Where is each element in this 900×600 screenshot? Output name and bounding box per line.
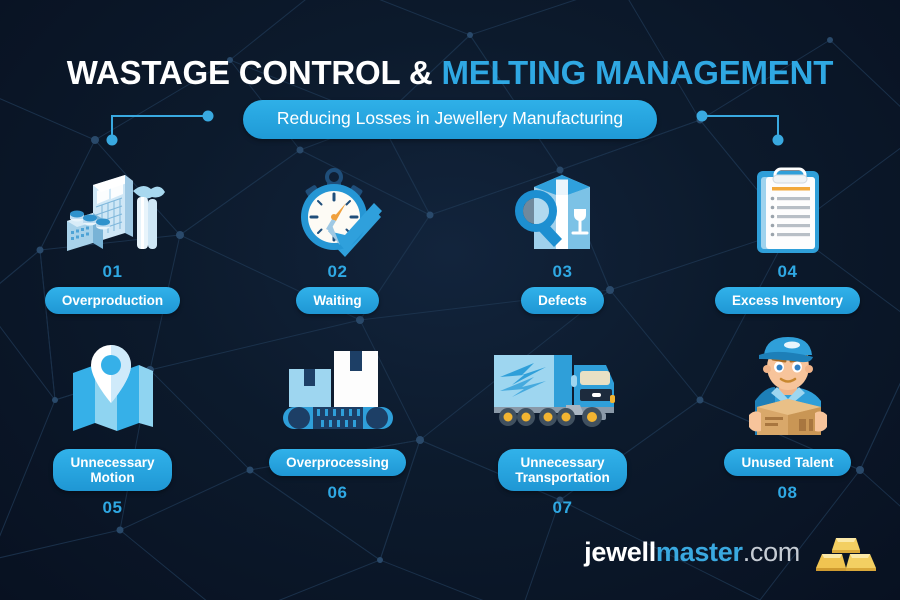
item-label[interactable]: Waiting xyxy=(296,287,379,315)
subtitle-container: Reducing Losses in Jewellery Manufacturi… xyxy=(0,100,900,139)
conveyor-belt-icon xyxy=(277,335,399,435)
footer-brand[interactable]: jewellmaster.com xyxy=(584,528,878,576)
item-number: 03 xyxy=(552,262,573,281)
header: WASTAGE CONTROL & MELTING MANAGEMENT xyxy=(0,0,900,89)
map-pin-icon xyxy=(65,335,161,435)
item-label[interactable]: Overproduction xyxy=(44,287,181,315)
item-label[interactable]: Defects xyxy=(521,287,604,315)
subtitle-pill: Reducing Losses in Jewellery Manufacturi… xyxy=(242,100,658,139)
title-segment-accent: MELTING MANAGEMENT xyxy=(441,54,834,91)
truck-icon xyxy=(488,335,638,435)
item-number: 05 xyxy=(102,498,123,518)
item-label[interactable]: Excess Inventory xyxy=(714,287,861,315)
clipboard-icon xyxy=(745,165,831,257)
waste-item-02[interactable]: 02 Waiting xyxy=(225,165,450,315)
box-magnifier-icon xyxy=(510,165,616,257)
waste-item-04[interactable]: 04 Excess Inventory xyxy=(675,165,900,315)
item-number: 01 xyxy=(102,262,123,281)
item-number: 08 xyxy=(777,483,798,503)
waste-item-07[interactable]: Unnecessary Transportation 07 xyxy=(450,335,675,516)
stopwatch-icon xyxy=(288,165,388,257)
waste-item-06[interactable]: Overprocessing 06 xyxy=(225,335,450,516)
item-label[interactable]: Unused Talent xyxy=(724,449,851,477)
connector-right xyxy=(696,110,784,146)
brand-wordmark: jewellmaster.com xyxy=(584,537,800,568)
waste-item-01[interactable]: 01 Overproduction xyxy=(0,165,225,315)
gold-bars-icon xyxy=(816,538,876,571)
waste-row-top: 01 Overproduction xyxy=(0,165,900,315)
brand-part-tld: .com xyxy=(742,536,801,567)
brand-part-jewell: jewell xyxy=(584,536,656,567)
item-number: 04 xyxy=(777,262,798,281)
waste-item-08[interactable]: Unused Talent 08 xyxy=(675,335,900,516)
waste-item-05[interactable]: Unnecessary Motion 05 xyxy=(0,335,225,516)
item-number: 02 xyxy=(327,262,348,281)
waste-item-03[interactable]: 03 Defects xyxy=(450,165,675,315)
item-label[interactable]: Unnecessary Transportation xyxy=(498,449,627,492)
connector-left xyxy=(106,110,214,146)
factory-icon xyxy=(59,165,167,257)
title-segment-primary: WASTAGE CONTROL & xyxy=(66,54,433,91)
item-number: 06 xyxy=(327,483,348,503)
item-label[interactable]: Overprocessing xyxy=(269,449,406,477)
item-number: 07 xyxy=(552,498,573,518)
waste-row-bottom: Unnecessary Motion 05 xyxy=(0,335,900,516)
worker-box-icon xyxy=(735,335,841,435)
page-title: WASTAGE CONTROL & MELTING MANAGEMENT xyxy=(0,0,900,89)
brand-part-master: master xyxy=(655,536,743,567)
item-label[interactable]: Unnecessary Motion xyxy=(53,449,172,492)
